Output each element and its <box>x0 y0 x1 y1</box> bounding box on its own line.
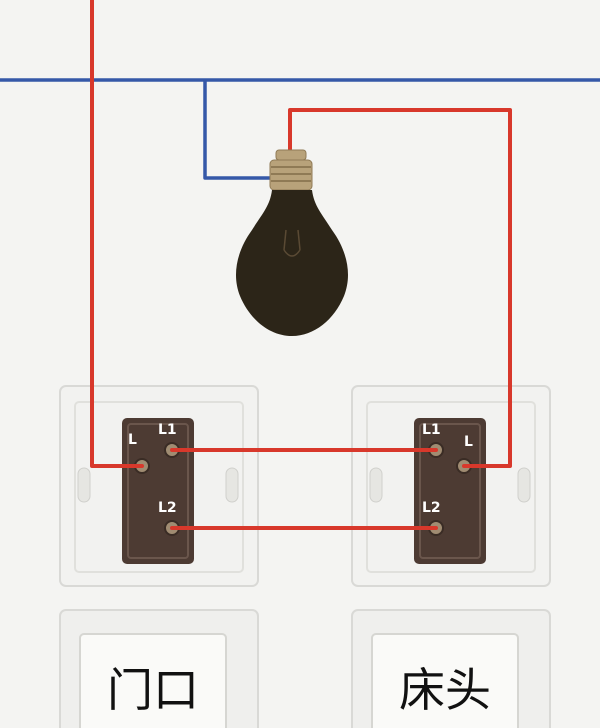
right-plate-screw-slot <box>369 467 383 503</box>
left-terminal-l1-label: L1 <box>158 422 177 438</box>
switched-live-to-bulb <box>288 108 512 468</box>
left-cover-rocker <box>79 633 227 728</box>
neutral-wire <box>0 78 600 180</box>
right-plate-screw-slot-right <box>517 467 531 503</box>
live-supply-wire <box>90 0 144 468</box>
bulb-base-cap <box>275 149 307 161</box>
live-wires <box>90 0 512 530</box>
bulb-base-threads <box>271 166 311 182</box>
left-plate-screw-slot <box>77 467 91 503</box>
neutral-to-bulb <box>203 80 272 180</box>
left-plate-inner-frame <box>74 401 244 573</box>
right-plate-inner-frame <box>366 401 536 573</box>
left-terminal-l2-label: L2 <box>158 500 177 516</box>
right-terminal-l-label: L <box>464 434 473 450</box>
right-cover-rocker <box>371 633 519 728</box>
right-switch-cover: 床头 <box>351 609 551 728</box>
light-bulb <box>236 149 348 336</box>
bulb-filament <box>283 229 301 257</box>
right-mechanism-inset <box>419 423 481 559</box>
right-terminal-l2-label: L2 <box>422 500 441 516</box>
left-plate-screw-slot-right <box>225 467 239 503</box>
left-terminal-l-label: L <box>128 432 137 448</box>
right-switch-label: 床头 <box>399 663 491 717</box>
left-switch-label: 门口 <box>107 663 199 717</box>
left-mechanism-inset <box>127 423 189 559</box>
bulb-glass <box>236 190 348 336</box>
right-switch-mechanism <box>414 418 486 564</box>
right-switch-plate: L1 L L2 <box>351 385 551 587</box>
right-terminal-l1-label: L1 <box>422 422 441 438</box>
left-switch-plate: L L1 L2 <box>59 385 259 587</box>
left-switch-cover: 门口 <box>59 609 259 728</box>
